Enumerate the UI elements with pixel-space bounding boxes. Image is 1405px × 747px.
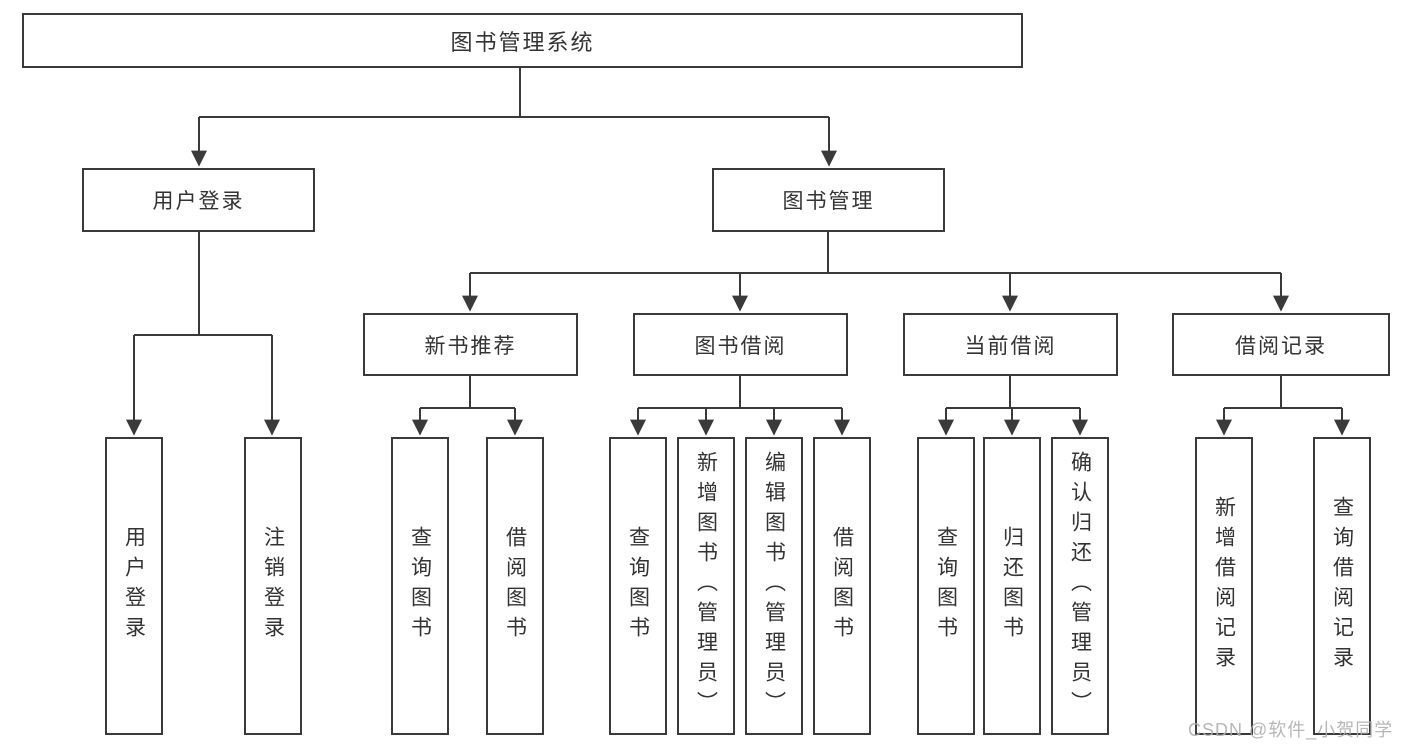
node-label: 图书管理系统 bbox=[450, 29, 595, 55]
node-book-borrowing: 图书借阅 bbox=[633, 313, 848, 376]
node-user-login: 用户登录 bbox=[105, 437, 163, 735]
node-label: 编辑图书（管理员） bbox=[762, 451, 786, 721]
node-label: 归还图书 bbox=[1000, 526, 1024, 646]
node-label: 确认归还（管理员） bbox=[1068, 451, 1092, 721]
node-nb-borrow-books: 借阅图书 bbox=[486, 437, 544, 735]
node-br-add-record: 新增借阅记录 bbox=[1195, 437, 1253, 735]
node-label: 当前借阅 bbox=[964, 334, 1057, 358]
node-label: 新增图书（管理员） bbox=[694, 451, 718, 721]
node-library-management-system: 图书管理系统 bbox=[22, 13, 1023, 68]
node-cb-query-books: 查询图书 bbox=[917, 437, 975, 735]
node-bb-add-books-admin: 新增图书（管理员） bbox=[677, 437, 735, 735]
node-label: 查询借阅记录 bbox=[1330, 496, 1354, 676]
node-nb-query-books: 查询图书 bbox=[391, 437, 449, 735]
node-label: 查询图书 bbox=[934, 526, 958, 646]
node-label: 借阅记录 bbox=[1235, 334, 1327, 358]
node-cb-confirm-return-admin: 确认归还（管理员） bbox=[1051, 437, 1109, 735]
node-label: 图书借阅 bbox=[694, 334, 787, 358]
node-label: 新增借阅记录 bbox=[1212, 496, 1236, 676]
node-label: 借阅图书 bbox=[503, 526, 527, 646]
node-bb-query-books: 查询图书 bbox=[609, 437, 667, 735]
csdn-watermark: CSDN @软件_小贺同学 bbox=[1188, 720, 1394, 740]
node-current-borrowing: 当前借阅 bbox=[903, 313, 1118, 376]
node-label: 借阅图书 bbox=[830, 526, 854, 646]
node-book-management: 图书管理 bbox=[712, 168, 945, 232]
node-label: 图书管理 bbox=[782, 190, 875, 213]
node-new-book-recommend: 新书推荐 bbox=[363, 313, 578, 376]
node-label: 用户登录 bbox=[122, 526, 146, 646]
node-borrow-records: 借阅记录 bbox=[1172, 313, 1390, 376]
node-cb-return-books: 归还图书 bbox=[983, 437, 1041, 735]
node-bb-edit-books-admin: 编辑图书（管理员） bbox=[745, 437, 803, 735]
node-logout: 注销登录 bbox=[244, 437, 302, 735]
node-label: 注销登录 bbox=[261, 526, 285, 646]
node-label: 用户登录 bbox=[152, 190, 245, 213]
node-label: 新书推荐 bbox=[424, 334, 517, 358]
node-bb-borrow-books: 借阅图书 bbox=[813, 437, 871, 735]
node-label: 查询图书 bbox=[626, 526, 650, 646]
node-br-query-record: 查询借阅记录 bbox=[1313, 437, 1371, 735]
node-user-login-group: 用户登录 bbox=[82, 168, 315, 232]
node-label: 查询图书 bbox=[408, 526, 432, 646]
